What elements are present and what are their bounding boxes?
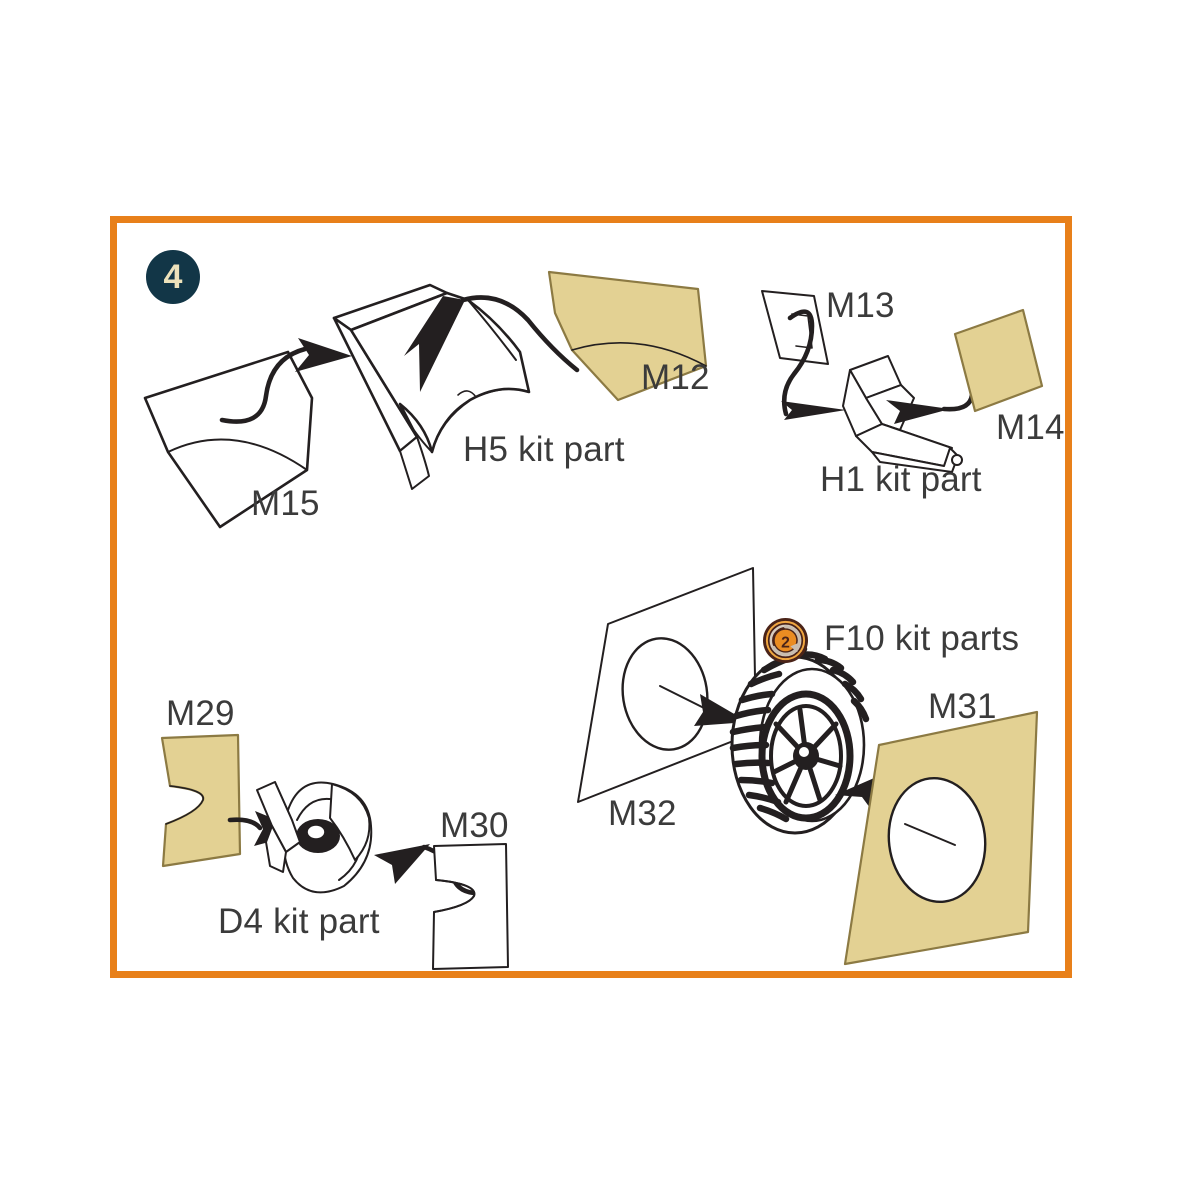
label-M13: M13 [826, 286, 895, 325]
label-M15: M15 [251, 484, 320, 523]
label-M12: M12 [641, 358, 710, 397]
f10-count-text: 2 [781, 634, 790, 651]
label-M14: M14 [996, 408, 1065, 447]
label-F10: F10 kit parts [824, 619, 1020, 658]
label-M32: M32 [608, 794, 677, 833]
step-number-badge: 4 [146, 250, 200, 304]
label-M31: M31 [928, 687, 997, 726]
label-D4: D4 kit part [218, 902, 380, 941]
label-H1: H1 kit part [820, 460, 982, 499]
label-M29: M29 [166, 694, 235, 733]
label-M30: M30 [440, 806, 509, 845]
label-H5: H5 kit part [463, 430, 625, 469]
instruction-panel-frame [110, 216, 1072, 978]
repeat-two-times-icon: 2 [762, 617, 809, 664]
